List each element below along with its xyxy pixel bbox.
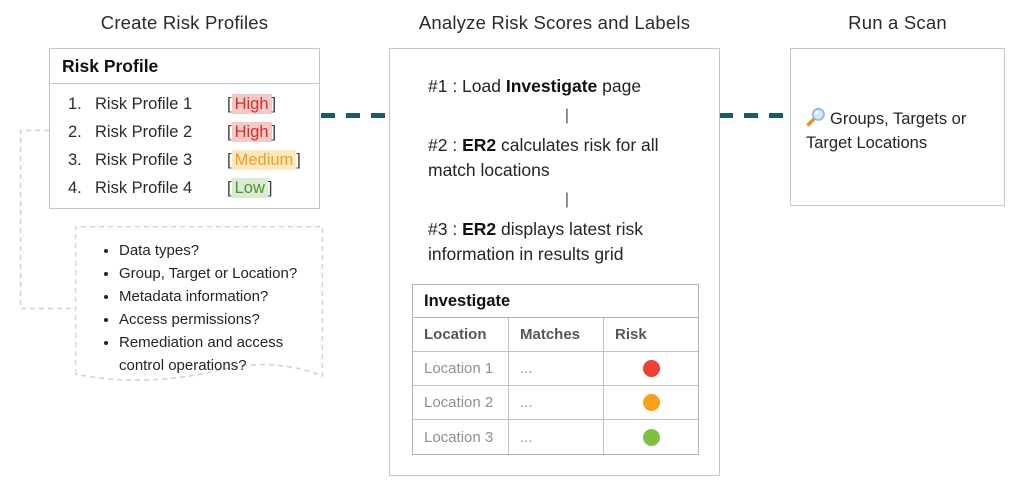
item-name: Risk Profile 3 — [95, 150, 193, 169]
investigate-table-grid: Location Matches Risk Location 1 ... Loc… — [413, 318, 698, 454]
bracket-close: ] — [267, 178, 273, 197]
step-1: #1 : Load Investigate page — [428, 74, 706, 99]
bracket-open: [ — [227, 150, 232, 169]
bracket-close: ] — [271, 94, 277, 113]
step-separator: | — [564, 107, 570, 124]
risk-profile-item: 1. Risk Profile 1 [High] — [68, 90, 307, 118]
run-scan-box: Groups, Targets or Target Locations — [790, 48, 1005, 206]
table-cell-matches: ... — [508, 386, 603, 420]
column-header-location: Location — [413, 318, 508, 352]
investigate-table: Investigate Location Matches Risk Locati… — [412, 284, 699, 455]
investigate-table-title: Investigate — [413, 285, 698, 318]
risk-dot-medium — [642, 394, 660, 411]
item-number: 4. — [68, 178, 82, 197]
risk-level-label: Low — [231, 177, 268, 198]
step-text: page — [597, 76, 642, 96]
column-title-run-a-scan: Run a Scan — [848, 12, 947, 33]
table-cell-matches: ... — [508, 352, 603, 386]
question-item: Access permissions? — [119, 308, 313, 331]
step-text: calculates risk for all match locations — [428, 135, 659, 180]
risk-profile-box-header: Risk Profile — [50, 49, 319, 84]
step-bold-text: ER2 — [462, 219, 497, 239]
risk-level-tag: [Low] — [227, 177, 273, 198]
table-cell-location: Location 3 — [424, 428, 494, 446]
bracket-close: ] — [271, 122, 277, 141]
scan-target-label: Groups, Targets or Target Locations — [806, 110, 967, 152]
item-number: 1. — [68, 94, 82, 113]
question-item: Metadata information? — [119, 285, 313, 308]
column-title-analyze-risk: Analyze Risk Scores and Labels — [418, 12, 691, 33]
callout-outline — [75, 226, 323, 381]
analyze-steps: #1 : Load Investigate page | #2 : ER2 ca… — [428, 74, 706, 267]
column-header-matches: Matches — [508, 318, 603, 352]
risk-dot-low — [642, 428, 660, 446]
scan-target-text: Groups, Targets or Target Locations — [806, 107, 994, 155]
step-3: #3 : ER2 displays latest risk informatio… — [428, 217, 706, 267]
step-text: displays latest risk information in resu… — [428, 219, 643, 264]
step-text: #3 : — [428, 219, 463, 239]
question-item: Data types? — [119, 239, 313, 262]
step-text: #1 : Load — [428, 76, 506, 96]
column-header-risk: Risk — [603, 318, 698, 352]
item-name: Risk Profile 2 — [95, 122, 193, 141]
item-number: 2. — [68, 122, 82, 141]
item-number: 3. — [68, 150, 82, 169]
risk-profile-list: 1. Risk Profile 1 [High] 2. Risk Profile… — [50, 84, 319, 202]
questions-callout: Data types? Group, Target or Location? M… — [75, 226, 323, 388]
bracket-close: ] — [296, 150, 301, 169]
step-separator: | — [564, 191, 570, 208]
risk-level-label: High — [231, 93, 272, 114]
table-cell-location: Location 2 — [413, 386, 508, 420]
table-cell-risk — [603, 352, 698, 386]
table-cell-matches: ... — [508, 420, 603, 454]
column-title-create-risk-profiles: Create Risk Profiles — [100, 12, 269, 33]
risk-level-tag: [Medium] — [227, 149, 301, 170]
risk-profile-item: 4. Risk Profile 4 [Low] — [68, 174, 307, 202]
item-name: Risk Profile 4 — [95, 178, 193, 197]
bracket-open: [ — [227, 178, 232, 197]
risk-profile-box: Risk Profile 1. Risk Profile 1 [High] 2.… — [49, 48, 320, 209]
step-bold-text: Investigate — [505, 76, 598, 96]
risk-level-label: Medium — [231, 149, 297, 170]
risk-level-tag: [High] — [227, 121, 277, 142]
analyze-risk-box: #1 : Load Investigate page | #2 : ER2 ca… — [389, 48, 720, 476]
table-cell-location: Location 1 — [413, 352, 508, 386]
questions-list: Data types? Group, Target or Location? M… — [75, 226, 323, 377]
bracket-open: [ — [227, 122, 232, 141]
step-bold-text: ER2 — [462, 135, 497, 155]
search-icon — [806, 107, 825, 127]
table-cell-risk — [603, 420, 698, 454]
risk-dot-high — [642, 360, 660, 377]
question-item: Group, Target or Location? — [119, 262, 313, 285]
question-item: Remediation and access control operation… — [119, 331, 313, 377]
risk-profile-item: 3. Risk Profile 3 [Medium] — [68, 146, 307, 174]
step-2: #2 : ER2 calculates risk for all match l… — [428, 133, 706, 183]
table-cell-risk — [603, 386, 698, 420]
risk-level-tag: [High] — [227, 93, 277, 114]
bracket-open: [ — [227, 94, 232, 113]
risk-level-label: High — [231, 121, 272, 142]
step-text: #2 : — [428, 135, 463, 155]
risk-profile-item: 2. Risk Profile 2 [High] — [68, 118, 307, 146]
item-name: Risk Profile 1 — [95, 94, 193, 113]
